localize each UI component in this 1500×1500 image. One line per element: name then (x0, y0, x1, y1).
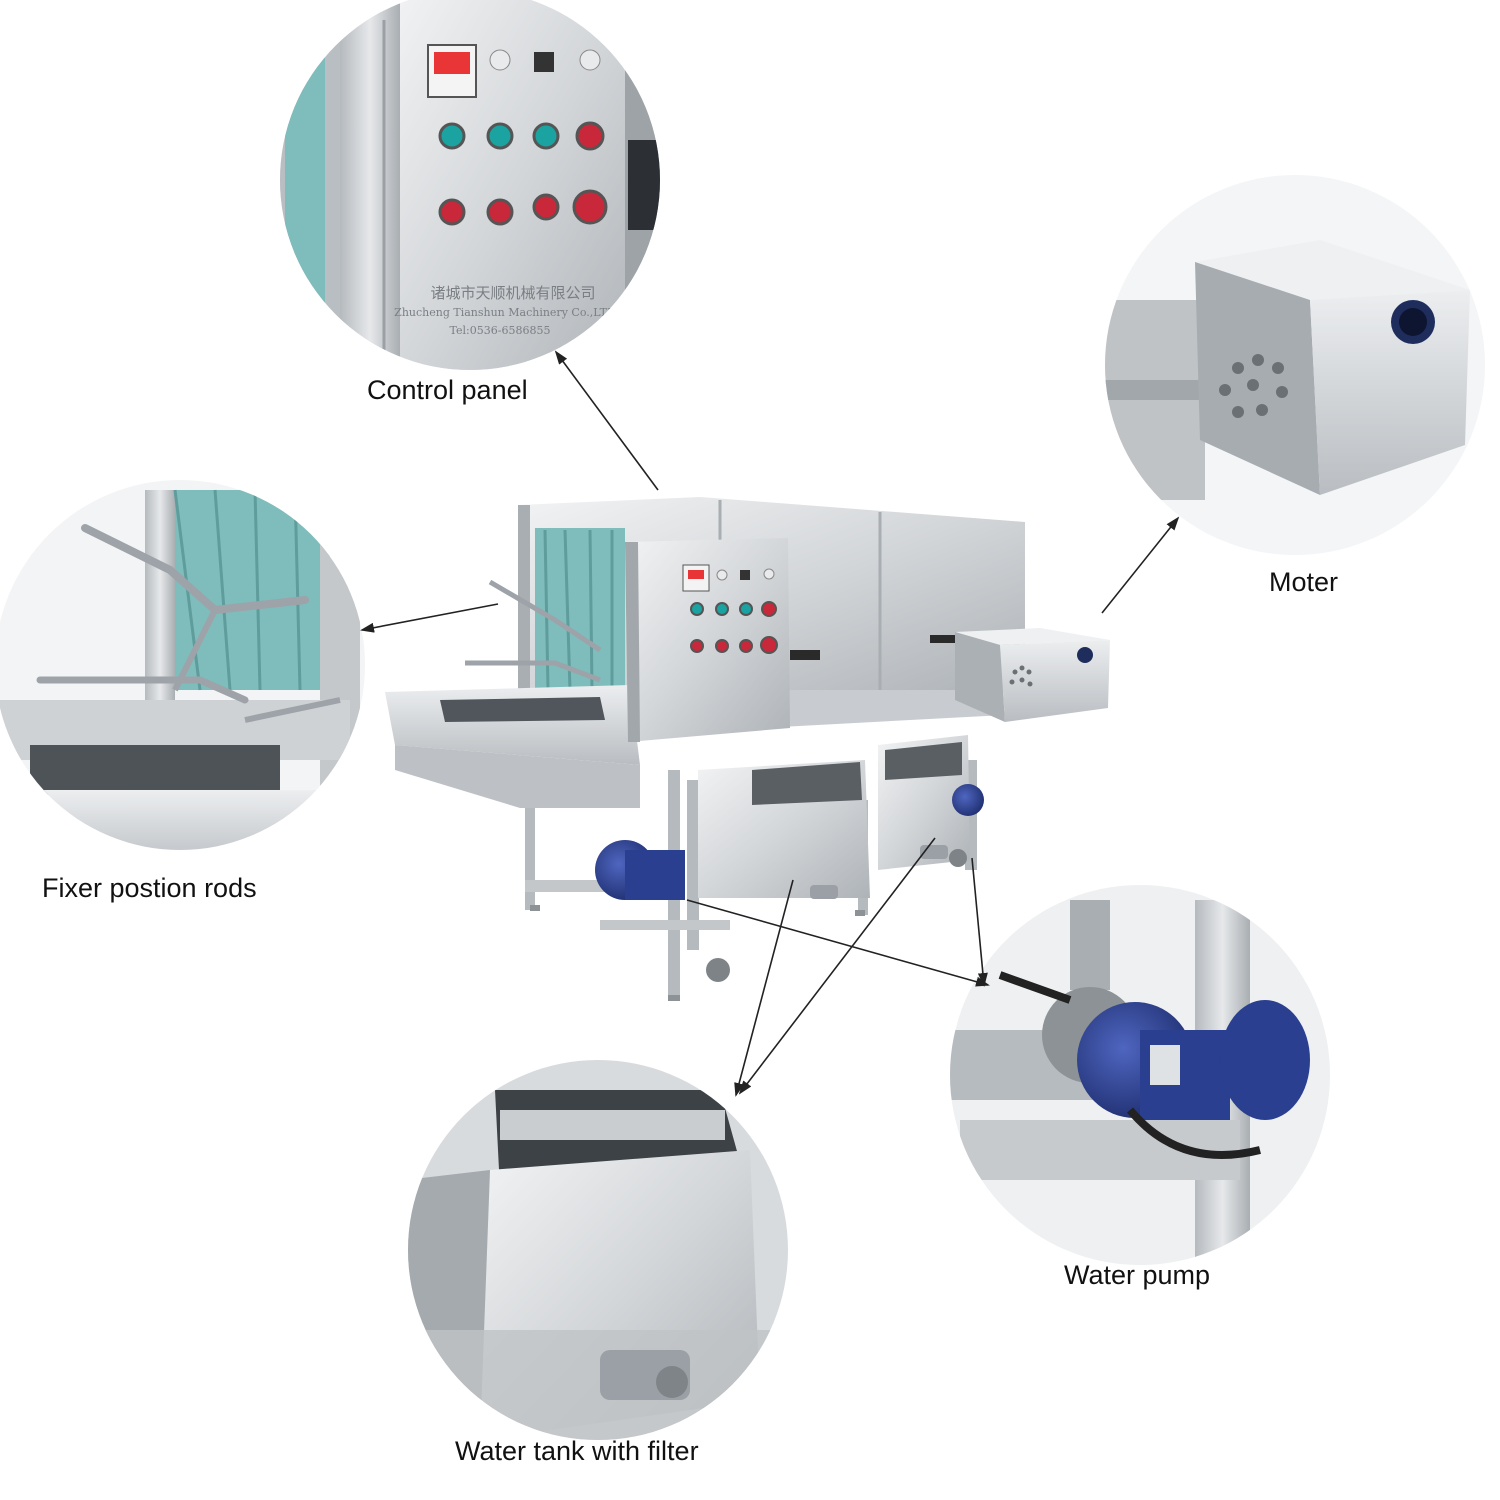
fixer-rods-detail-circle (0, 480, 365, 850)
label-fixer-rods: Fixer postion rods (42, 873, 257, 903)
panel-company-cn: 诸城市天顺机械有限公司 (430, 284, 595, 302)
panel-company-en: Zhucheng Tianshun Machinery Co.,LTD (394, 306, 616, 319)
arrow-tank-right (738, 837, 936, 1095)
arrow-pump-left (686, 899, 990, 987)
label-water-tank: Water tank with filter (455, 1436, 699, 1466)
arrow-pump-right (971, 857, 988, 987)
label-water-pump: Water pump (1064, 1260, 1211, 1290)
control-panel-detail-circle: 诸城市天顺机械有限公司 Zhucheng Tianshun Machinery … (280, 0, 660, 370)
label-control-panel: Control panel (367, 375, 528, 405)
label-moter: Moter (1269, 567, 1339, 597)
panel-tel: Tel:0536-6586855 (450, 324, 551, 337)
arrow-control-panel (554, 350, 659, 491)
motor-detail-circle (1105, 175, 1485, 555)
arrow-moter (1101, 516, 1180, 614)
arrow-tank-left (734, 879, 794, 1097)
callout-arrows (360, 350, 1180, 1097)
main-machine (385, 497, 1110, 1001)
arrow-fixer-rods (360, 603, 499, 633)
water-tank-detail-circle (408, 1060, 788, 1440)
water-pump-detail-circle (950, 885, 1330, 1265)
